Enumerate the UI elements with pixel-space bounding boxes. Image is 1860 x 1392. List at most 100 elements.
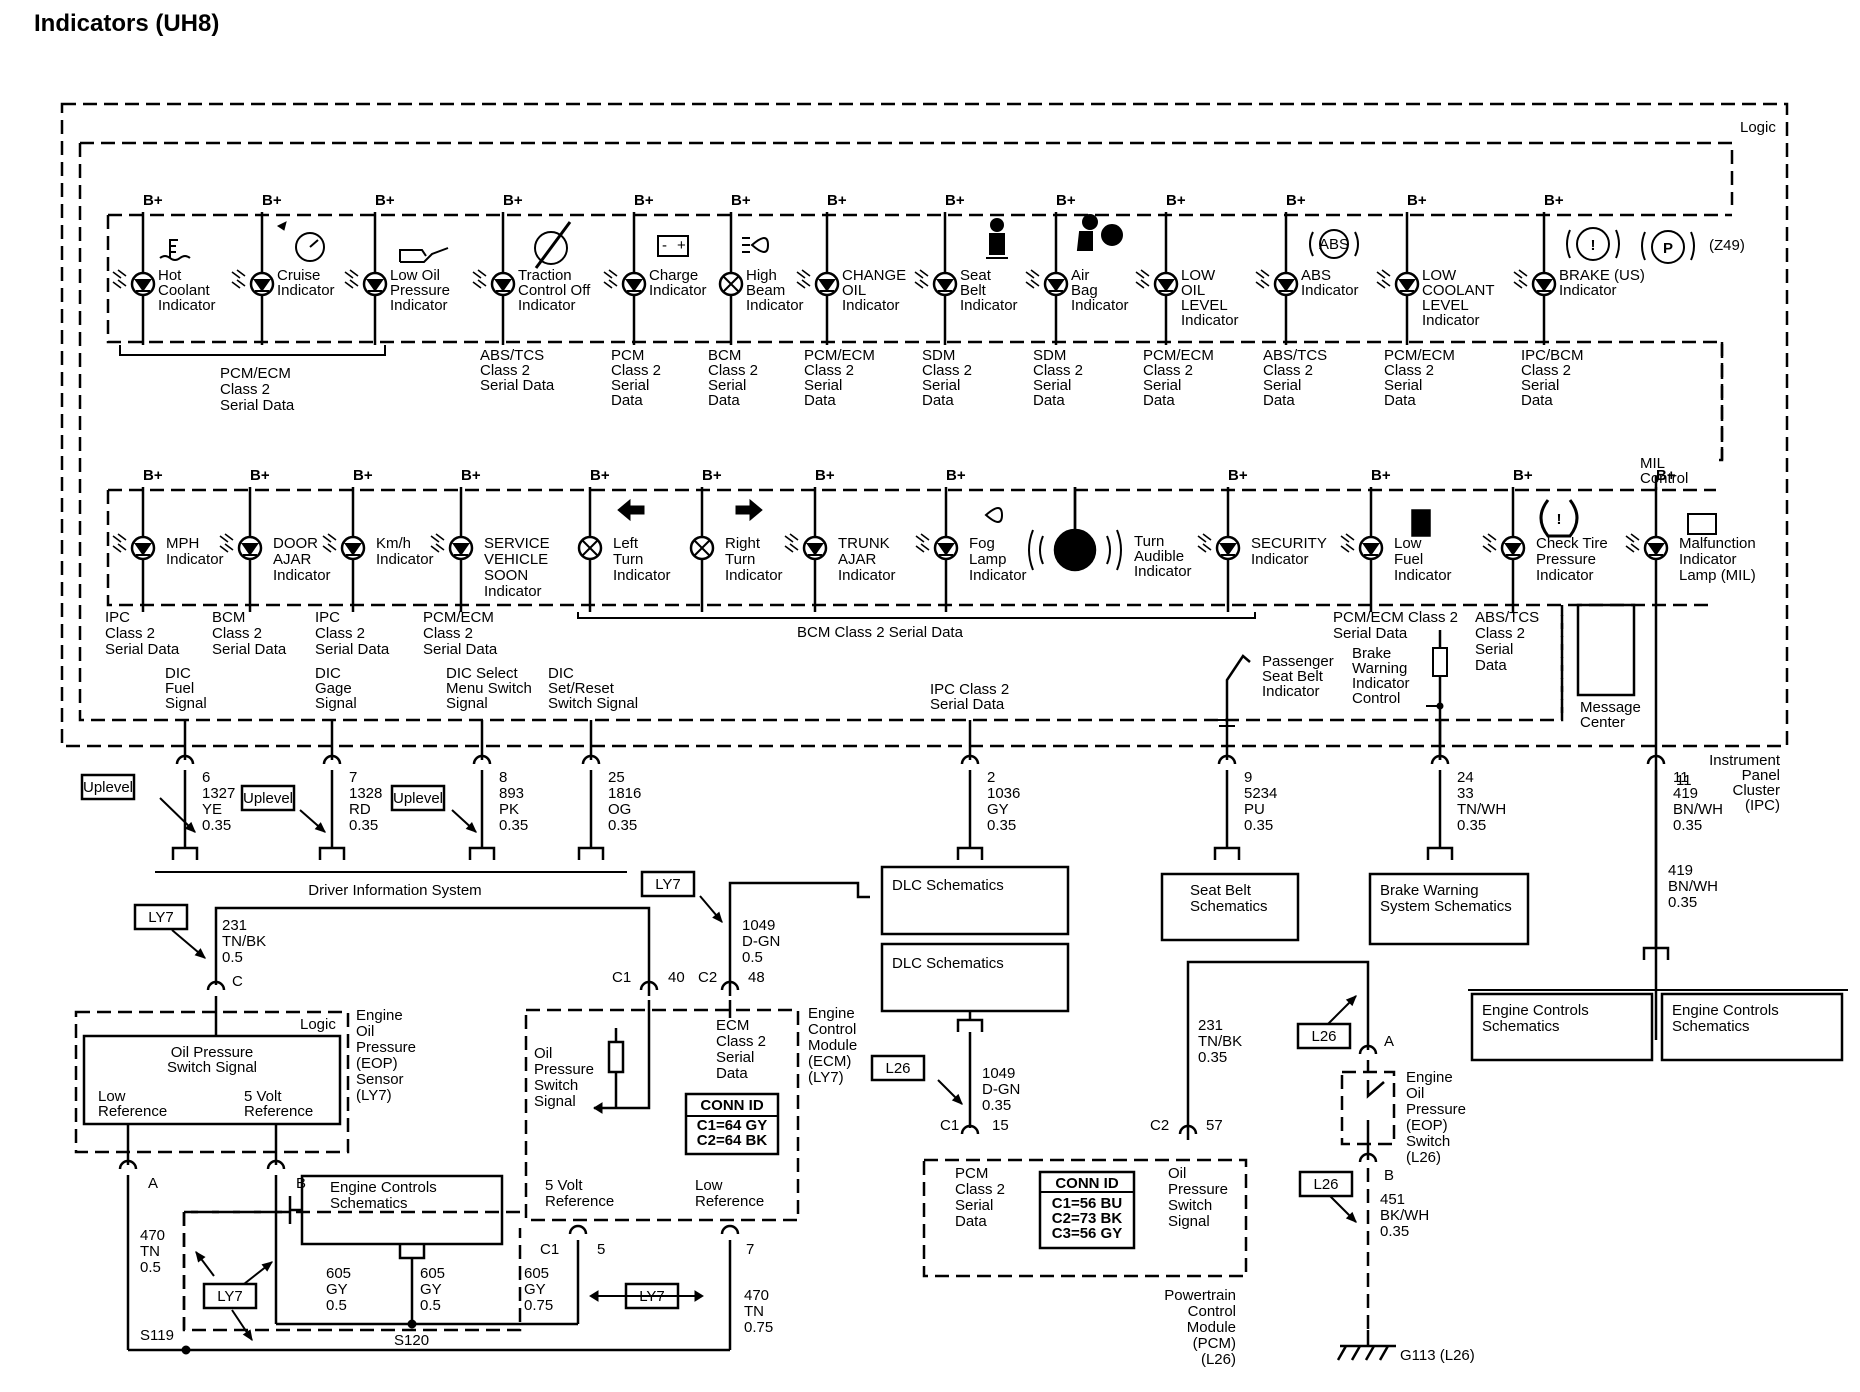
label-line: ! [1591, 237, 1596, 254]
label-line: Hot [158, 267, 182, 284]
diode-triangle [366, 279, 384, 292]
label-line: Switch Signal [167, 1059, 257, 1076]
park-brake-text: P [1663, 240, 1673, 257]
light-rays [915, 533, 930, 543]
label-line: (IPC) [1745, 797, 1780, 814]
l26-tag [870, 1054, 926, 1082]
label-line: Indicator [842, 297, 900, 314]
label-line: B+ [1513, 467, 1533, 484]
label-line: SECURITY [1251, 535, 1327, 552]
label-line: Serial Data [220, 397, 295, 414]
label-line: CONN ID [1055, 1175, 1119, 1192]
label-line: Powertrain [1164, 1287, 1236, 1304]
label-line: Oil Pressure [171, 1044, 254, 1061]
label-line: Uplevel [393, 790, 443, 807]
b-plus-label: B+ [353, 467, 373, 484]
mil-led [1625, 533, 1669, 561]
label-line: Seat Belt [1262, 668, 1324, 685]
label-line: (L26) [1406, 1149, 1441, 1166]
label-line: 0.75 [524, 1297, 553, 1314]
label-line: PK [499, 801, 519, 818]
label-line: Belt [960, 282, 987, 299]
b-plus-label: B+ [143, 192, 163, 209]
tire-pressure-icon [1539, 499, 1579, 538]
arrowhead [1345, 1211, 1357, 1223]
air-bag-led [1025, 269, 1069, 297]
label-line: COOLANT [1422, 282, 1495, 299]
change-oil-led [796, 269, 840, 297]
label-line: Schematics [1672, 1018, 1750, 1035]
pcm-c1-label: C1 [940, 1117, 959, 1134]
label-line: Control [1352, 690, 1400, 707]
label-line: 0.35 [1198, 1049, 1227, 1066]
resistor [1432, 647, 1448, 677]
ly7-boundary [182, 1210, 290, 1330]
label-line: B+ [353, 467, 373, 484]
ly7-range-arrows [589, 1290, 704, 1302]
label-line: Malfunction [1679, 535, 1756, 552]
label-line: Schematics [1482, 1018, 1560, 1035]
label-line: B+ [590, 467, 610, 484]
label-line: B+ [503, 192, 523, 209]
label-line: - [662, 237, 667, 254]
light-rays [112, 279, 127, 289]
label-line: Class 2 [804, 362, 854, 379]
label-line: Control Off [518, 282, 591, 299]
mph-led [112, 533, 156, 561]
pcm-boundary [922, 1158, 1248, 1278]
ground-label: G113 (L26) [1400, 1347, 1475, 1364]
pin-connector [1217, 754, 1237, 765]
fog-lamp-led [915, 533, 959, 561]
label-line: Gage [315, 680, 352, 697]
label-line: B+ [1166, 192, 1186, 209]
label-line: B+ [1056, 192, 1076, 209]
label-line: C2 [698, 969, 717, 986]
label-line: Class 2 [1263, 362, 1313, 379]
trunk-ajar-led [784, 533, 828, 561]
s120-label: S120 [394, 1332, 429, 1349]
pin-connector [322, 754, 342, 765]
high-beam-bulb [718, 271, 744, 297]
label-line: TN/BK [1198, 1033, 1242, 1050]
label-line: DIC [315, 665, 341, 682]
diode-triangle [1647, 543, 1665, 556]
label-line: System Schematics [1380, 898, 1512, 915]
light-rays [231, 269, 246, 279]
label-line: OIL [842, 282, 866, 299]
label-line: LOW [1181, 267, 1216, 284]
label-line: Indicator [746, 297, 804, 314]
label-line: Indicator [725, 567, 783, 584]
label-line: Indicator [158, 297, 216, 314]
label-line: Indicator [1181, 312, 1239, 329]
b-plus-label: B+ [1166, 192, 1186, 209]
label-line: 605 [326, 1265, 351, 1282]
label-line: Indicator [1134, 563, 1192, 580]
label-line: Indicator [1301, 282, 1359, 299]
label-line: Air [1071, 267, 1089, 284]
option-tag-label: LY7 [217, 1288, 243, 1305]
diode-triangle [1157, 279, 1175, 292]
label-line: OG [608, 801, 631, 818]
ipc-boundary [60, 102, 1789, 748]
label-line: Engine [356, 1007, 403, 1024]
label-line: 1049 [982, 1065, 1015, 1082]
label-line: Oil [356, 1023, 374, 1040]
label-line: Module [808, 1037, 857, 1054]
label-line: LY7 [639, 1288, 665, 1305]
label-line: Switch Signal [548, 695, 638, 712]
label-line: D-GN [982, 1081, 1020, 1098]
bulb-filament [722, 275, 740, 293]
label-line: Indicator [1352, 675, 1410, 692]
junction-dot [1436, 702, 1444, 710]
label-line: B+ [945, 192, 965, 209]
label-line: B+ [375, 192, 395, 209]
